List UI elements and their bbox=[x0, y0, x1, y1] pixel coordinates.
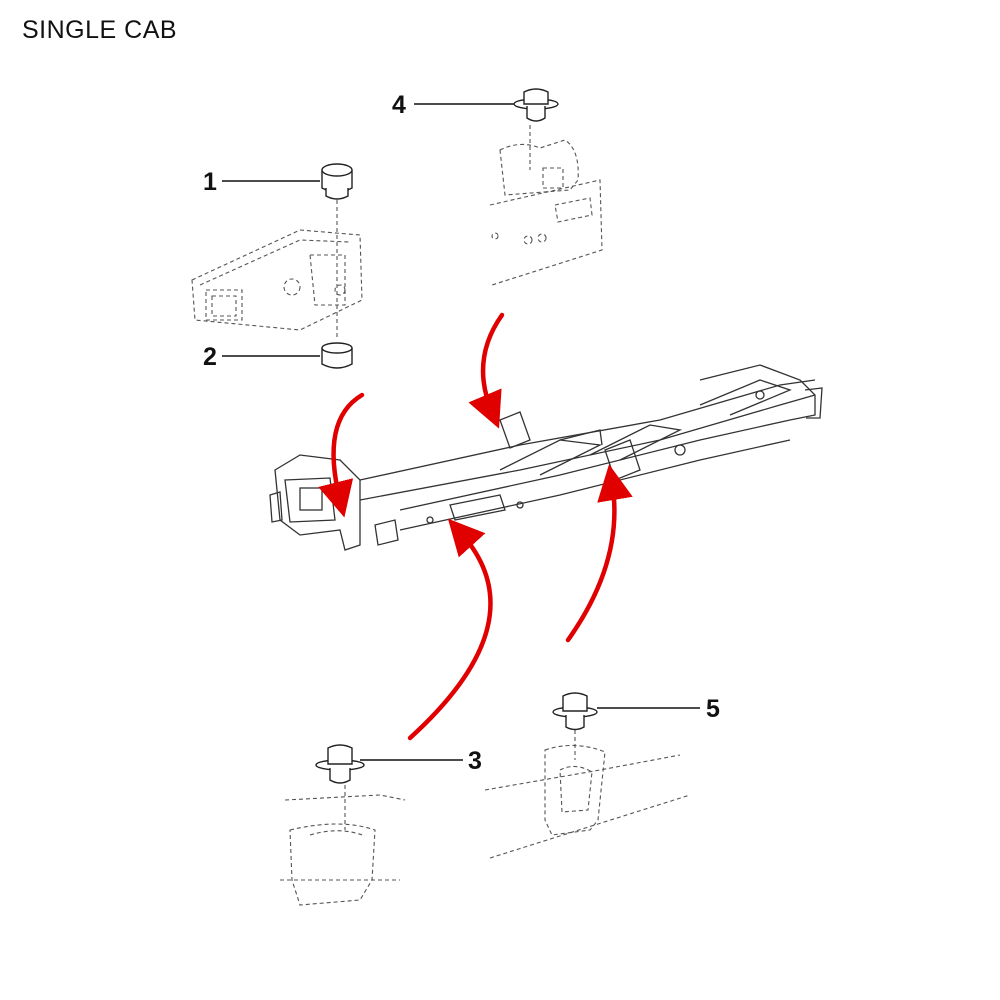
callout-5: 5 bbox=[597, 695, 720, 723]
rear-mount-detail bbox=[484, 730, 691, 859]
rear-cab-detail bbox=[489, 125, 603, 286]
arrow-part-5 bbox=[565, 464, 633, 643]
part-4-body-mount bbox=[513, 88, 559, 122]
part-1-body-mount bbox=[321, 163, 353, 200]
location-arrows bbox=[318, 312, 633, 741]
callout-1: 1 bbox=[203, 168, 320, 196]
callout-number-1: 1 bbox=[203, 168, 217, 196]
callout-3: 3 bbox=[360, 747, 482, 775]
callout-2: 2 bbox=[203, 343, 320, 371]
part-5-body-mount bbox=[552, 692, 598, 731]
callout-number-5: 5 bbox=[706, 695, 720, 723]
callout-number-4: 4 bbox=[392, 91, 406, 119]
middle-mount-detail bbox=[280, 785, 406, 906]
front-bracket-detail bbox=[191, 200, 363, 340]
truck-frame bbox=[269, 364, 823, 551]
part-2-lower-cushion bbox=[321, 342, 353, 369]
arrow-part-4 bbox=[468, 312, 505, 429]
part-3-body-mount bbox=[315, 744, 365, 784]
page-title: SINGLE CAB bbox=[22, 16, 178, 44]
arrow-part-1 bbox=[318, 392, 365, 518]
callout-4: 4 bbox=[392, 91, 514, 119]
arrow-part-3 bbox=[407, 518, 493, 741]
callout-number-2: 2 bbox=[203, 343, 217, 371]
callout-number-3: 3 bbox=[468, 747, 482, 775]
